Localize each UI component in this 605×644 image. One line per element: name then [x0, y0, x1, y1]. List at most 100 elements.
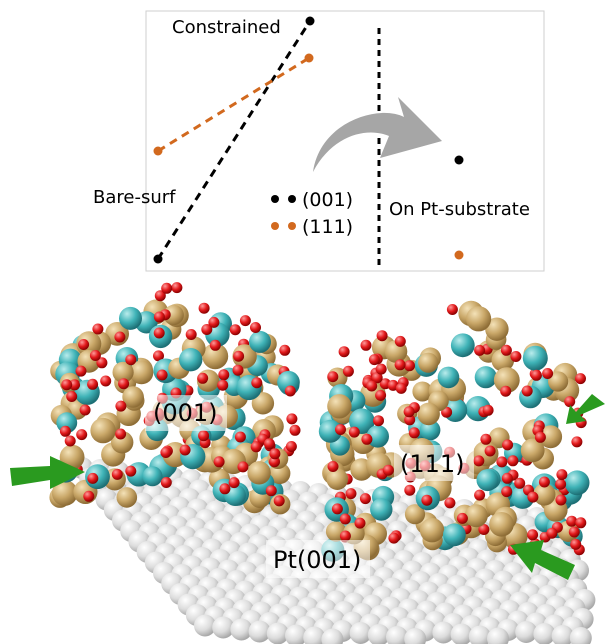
- panel-frame: [145, 10, 545, 272]
- facet-111-oxygen-atom: [480, 433, 492, 445]
- point-111-bare: [153, 146, 163, 156]
- green-arrow-right-upper: [566, 394, 605, 424]
- facet-001-oxygen-atom: [217, 379, 229, 391]
- facet-111-oxygen-atom: [510, 351, 522, 362]
- facet-111-oxygen-atom: [527, 529, 539, 541]
- facet-001-oxygen-atom: [251, 377, 263, 389]
- facet-001-oxygen-atom: [78, 339, 90, 350]
- facet-111-oxygen-atom: [371, 372, 383, 384]
- facet-001-oxygen-atom: [237, 461, 249, 473]
- facet-111-teal-atom: [476, 469, 499, 492]
- pt-atom: [450, 623, 473, 644]
- facet-001-oxygen-atom: [153, 327, 165, 339]
- facet-001-oxygen-atom: [250, 322, 261, 333]
- facet-111-teal-atom: [474, 366, 497, 389]
- facet-001-oxygen-atom: [219, 483, 231, 495]
- facet-001-gold-atom: [202, 343, 229, 370]
- facet-111-oxygen-atom: [570, 538, 582, 550]
- facet-111-oxygen-atom: [571, 436, 583, 448]
- label-constrained: Constrained: [172, 17, 281, 38]
- facet-111-oxygen-atom: [339, 530, 351, 542]
- facet-001-oxygen-atom: [273, 495, 285, 507]
- facet-111-oxygen-atom: [408, 427, 420, 439]
- facet-111-teal-atom: [564, 470, 590, 496]
- facet-001-oxygen-atom: [279, 344, 291, 356]
- facet-111-teal-atom: [443, 523, 466, 547]
- facet-001-atoms: [49, 282, 301, 515]
- facet-111-gold-atom: [412, 381, 433, 402]
- legend-111-dot-a: [271, 222, 279, 230]
- facet-001-gold-atom: [251, 392, 275, 415]
- facet-111-teal-atom: [419, 419, 441, 441]
- facet-111-oxygen-atom: [542, 368, 554, 379]
- facet-001-oxygen-atom: [79, 404, 91, 416]
- point-111-substrate: [454, 250, 464, 260]
- pt-atom: [487, 627, 509, 644]
- point-001-substrate: [454, 155, 464, 165]
- label-facet-111: (111): [400, 450, 465, 478]
- facet-001-oxygen-atom: [228, 477, 240, 489]
- facet-111-oxygen-atom: [395, 382, 407, 394]
- facet-001-teal-atom: [142, 466, 163, 487]
- facet-001-oxygen-atom: [171, 282, 183, 294]
- pt-atom: [349, 622, 372, 644]
- facet-111-oxygen-atom: [368, 354, 380, 366]
- facet-111-oxygen-atom: [404, 484, 416, 496]
- facet-111-oxygen-atom: [575, 373, 586, 385]
- facet-001-oxygen-atom: [284, 385, 296, 397]
- facet-111-oxygen-atom: [478, 524, 490, 535]
- facet-001-oxygen-atom: [75, 365, 87, 377]
- facet-111-oxygen-atom: [473, 455, 485, 467]
- facet-001-oxygen-atom: [232, 364, 244, 376]
- facet-111-oxygen-atom: [500, 344, 512, 356]
- facet-001-oxygen-atom: [209, 339, 221, 351]
- facet-111-oxygen-atom: [530, 369, 542, 381]
- pt-atom: [551, 625, 574, 644]
- facet-111-oxygen-atom: [339, 513, 351, 525]
- facet-111-oxygen-atom: [331, 503, 343, 515]
- facet-111-gold-atom: [417, 402, 440, 426]
- facet-001-oxygen-atom: [265, 485, 277, 497]
- facet-001-oxygen-atom: [100, 375, 112, 387]
- facet-111-oxygen-atom: [507, 455, 519, 467]
- facet-111-oxygen-atom: [394, 359, 406, 371]
- facet-111-gold-atom: [485, 317, 509, 341]
- facet-111-gold-atom: [548, 371, 569, 392]
- facet-111-oxygen-atom: [446, 304, 458, 315]
- label-bg-111: [394, 445, 474, 481]
- facet-111-oxygen-atom: [502, 439, 514, 451]
- facet-001-oxygen-atom: [185, 329, 197, 340]
- facet-111-gold-atom: [493, 367, 520, 393]
- facet-111-oxygen-atom: [521, 385, 533, 397]
- point-001-bare: [153, 254, 163, 264]
- facet-001-teal-atom: [119, 306, 142, 330]
- facet-001-oxygen-atom: [76, 429, 88, 441]
- facet-001-oxygen-atom: [233, 350, 245, 362]
- facet-111-gold-atom: [489, 512, 514, 537]
- facet-111-oxygen-atom: [342, 365, 354, 377]
- facet-111-oxygen-atom: [375, 363, 387, 375]
- facet-001-oxygen-atom: [154, 290, 166, 302]
- green-arrow-right-lower: [510, 540, 575, 580]
- facet-001-oxygen-atom: [59, 425, 71, 437]
- facet-001-oxygen-atom: [269, 456, 280, 468]
- facet-111-gold-atom: [466, 306, 492, 332]
- facet-111-oxygen-atom: [354, 517, 366, 529]
- facet-111-oxygen-atom: [421, 494, 433, 506]
- facet-111-oxygen-atom: [500, 385, 512, 397]
- series-001-line: [156, 20, 312, 260]
- pt-atom: [248, 620, 271, 643]
- facet-111-oxygen-atom: [514, 477, 526, 489]
- pt-atom: [212, 616, 235, 639]
- facet-111-oxygen-atom: [474, 344, 486, 356]
- pt-atom: [194, 614, 216, 637]
- facet-001-oxygen-atom: [160, 477, 172, 488]
- facet-111-gold-atom: [404, 504, 426, 525]
- facet-001-oxygen-atom: [153, 311, 165, 323]
- pt-atom: [404, 628, 427, 644]
- facet-111-oxygen-atom: [566, 515, 578, 527]
- facet-111-oxygen-atom: [444, 497, 456, 509]
- facet-111-oxygen-atom: [568, 526, 580, 538]
- label-substrate: Pt(001): [273, 546, 361, 574]
- facet-001-oxygen-atom: [69, 379, 81, 391]
